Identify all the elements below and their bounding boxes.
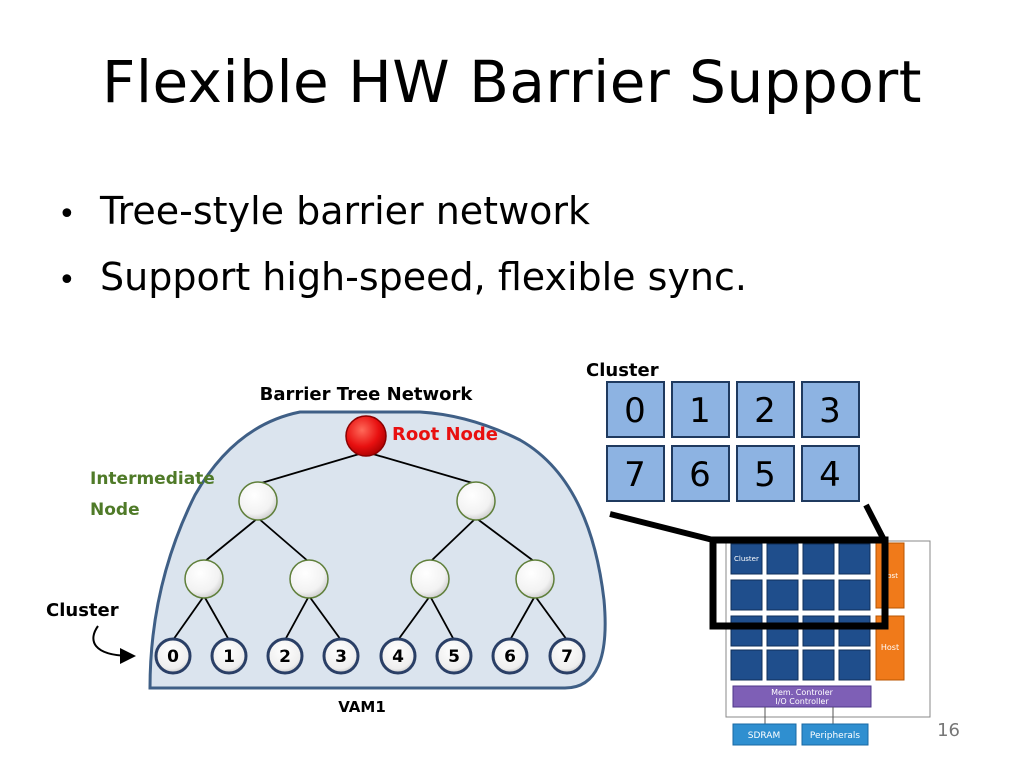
peripherals-block (801, 723, 869, 746)
zoom-line (609, 511, 714, 543)
core-label: 0 (624, 391, 646, 431)
core-label: 6 (689, 455, 711, 495)
cluster-core: 0 (606, 381, 665, 438)
page-number: 16 (937, 720, 960, 741)
tree-cluster-label: Cluster (46, 600, 119, 621)
leaf-node-label: 5 (448, 647, 460, 667)
core-label: 4 (819, 455, 841, 495)
leaf-node: 7 (548, 637, 586, 675)
soc-core (802, 615, 835, 647)
soc-core (838, 649, 871, 681)
leaf-node-label: 0 (167, 647, 179, 667)
mem-controller-label: Mem. Controler (771, 688, 834, 697)
network-label: Barrier Tree Network (260, 384, 474, 405)
zoom-line (863, 503, 887, 542)
sdram-block (732, 723, 797, 746)
cluster-core: 7 (606, 445, 665, 502)
soc-core (730, 579, 763, 611)
root-node-label: Root Node (392, 424, 498, 445)
mem-controller-block (732, 685, 872, 708)
host-label: Host (881, 643, 899, 652)
soc-core (766, 543, 799, 575)
leaf-node: 6 (491, 637, 529, 675)
soc-core (766, 615, 799, 647)
io-controller-label: I/O Controller (775, 697, 829, 706)
leaf-node-label: 6 (504, 647, 516, 667)
host-label: Host (882, 572, 898, 580)
bullet-dot: • (58, 263, 76, 298)
peripherals-label: Peripherals (810, 731, 861, 741)
cluster-grid: 0 1 2 3 7 6 5 4 (606, 381, 860, 502)
soc-core (802, 579, 835, 611)
core-label: 7 (624, 455, 646, 495)
leaf-node-label: 7 (561, 647, 573, 667)
cluster-grid-label: Cluster (586, 360, 659, 381)
slide-title: Flexible HW Barrier Support (102, 48, 922, 116)
soc-core (802, 649, 835, 681)
leaf-node: 2 (266, 637, 304, 675)
cluster-highlight (709, 536, 889, 630)
soc-core (766, 649, 799, 681)
leaf-node-label: 4 (392, 647, 404, 667)
core-label: 5 (754, 455, 776, 495)
cluster-core: 6 (671, 445, 730, 502)
soc-core (838, 615, 871, 647)
soc-core (730, 615, 763, 647)
leaf-node: 3 (322, 637, 360, 675)
sdram-label: SDRAM (748, 731, 780, 741)
intermediate-node (456, 481, 496, 521)
leaf-node: 0 (154, 637, 192, 675)
soc-core (730, 649, 763, 681)
bullet-text: Tree-style barrier network (100, 189, 591, 233)
bullet-dot: • (58, 197, 76, 232)
intermediate-node (289, 559, 329, 599)
root-node (345, 415, 387, 457)
leaf-node-label: 2 (279, 647, 291, 667)
cluster-core: 1 (671, 381, 730, 438)
cluster-core: 5 (736, 445, 795, 502)
leaf-node-label: 1 (223, 647, 235, 667)
soc-core (766, 579, 799, 611)
intermediate-node (184, 559, 224, 599)
soc-core (838, 579, 871, 611)
cluster-arrow-icon (92, 625, 136, 664)
tree-edges (172, 451, 568, 641)
soc-core (730, 543, 763, 575)
intermediate-label-line2: Node (90, 500, 140, 520)
soc-core (838, 543, 871, 575)
soc-cluster-tag: Cluster (734, 555, 759, 563)
chip-label: VAM1 (338, 698, 386, 716)
leaf-node: 4 (379, 637, 417, 675)
cluster-core: 3 (801, 381, 860, 438)
soc-core (802, 543, 835, 575)
core-label: 2 (754, 391, 776, 431)
bullet-item: • Tree-style barrier network (58, 180, 747, 246)
bullet-item: • Support high-speed, flexible sync. (58, 246, 747, 312)
network-cloud (148, 410, 607, 690)
leaf-node: 5 (435, 637, 473, 675)
intermediate-label-line1: Intermediate (90, 469, 215, 489)
cluster-core: 2 (736, 381, 795, 438)
intermediate-node (238, 481, 278, 521)
leaf-nodes: 0 1 2 3 4 5 6 7 (154, 637, 586, 675)
intermediate-node (410, 559, 450, 599)
host-block (875, 542, 905, 609)
intermediate-node (515, 559, 555, 599)
core-label: 3 (819, 391, 841, 431)
core-label: 1 (689, 391, 711, 431)
bullet-text: Support high-speed, flexible sync. (100, 255, 747, 299)
soc-core-grid (730, 543, 871, 681)
leaf-node-label: 3 (335, 647, 347, 667)
bullet-list: • Tree-style barrier network • Support hig… (58, 180, 747, 312)
cluster-core: 4 (801, 445, 860, 502)
leaf-node: 1 (210, 637, 248, 675)
